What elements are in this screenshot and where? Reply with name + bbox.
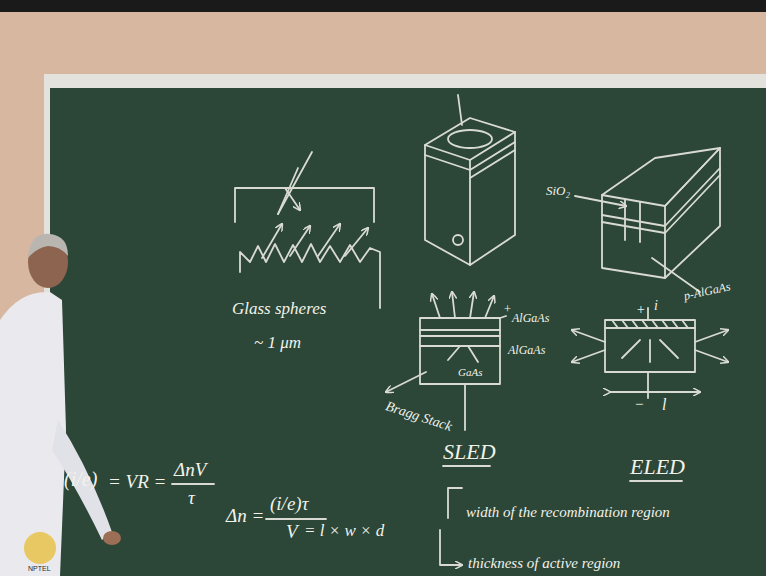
equation-term: τ xyxy=(188,488,195,509)
watermark: NPTEL xyxy=(28,565,51,573)
device-name: ELED xyxy=(630,455,685,479)
stripe-led-3d xyxy=(575,148,720,292)
terminal-sign: − xyxy=(634,396,644,413)
eled-cross-section xyxy=(572,308,728,481)
lecturer xyxy=(0,234,121,576)
chalkboard xyxy=(50,88,766,576)
equation-term: Δn = xyxy=(226,506,264,527)
current-symbol: i xyxy=(654,298,658,313)
board-frame xyxy=(44,74,766,88)
led-chip-3d xyxy=(425,95,515,265)
annotation: thickness of active region xyxy=(468,555,620,572)
annotation: width of the recombination region xyxy=(466,504,670,521)
terminal-sign: + xyxy=(503,302,512,316)
ceiling-band xyxy=(0,0,766,12)
equation-term: (i/e) xyxy=(64,468,97,490)
layer-label: AlGaAs xyxy=(512,312,549,325)
dimension: ~ 1 μm xyxy=(254,334,301,353)
layer-label: GaAs xyxy=(458,366,482,378)
equation-term: (i/e)τ xyxy=(270,494,308,515)
layer-label: AlGaAs xyxy=(508,344,545,357)
sled-cross-section xyxy=(386,292,506,466)
device-name: SLED xyxy=(443,440,496,464)
equation-term: V xyxy=(286,522,298,543)
textured-surface-sketch xyxy=(235,152,380,308)
terminal-sign: + xyxy=(636,302,645,317)
length-symbol: l xyxy=(662,396,666,414)
equation-strokes xyxy=(172,484,462,565)
material-label: SiO₂ xyxy=(546,184,570,198)
equation-term: = l × w × d xyxy=(304,522,384,541)
note-text: Glass spheres xyxy=(232,300,326,319)
equation-term: ΔnV xyxy=(174,460,206,481)
equation-term: = VR = xyxy=(108,472,166,493)
